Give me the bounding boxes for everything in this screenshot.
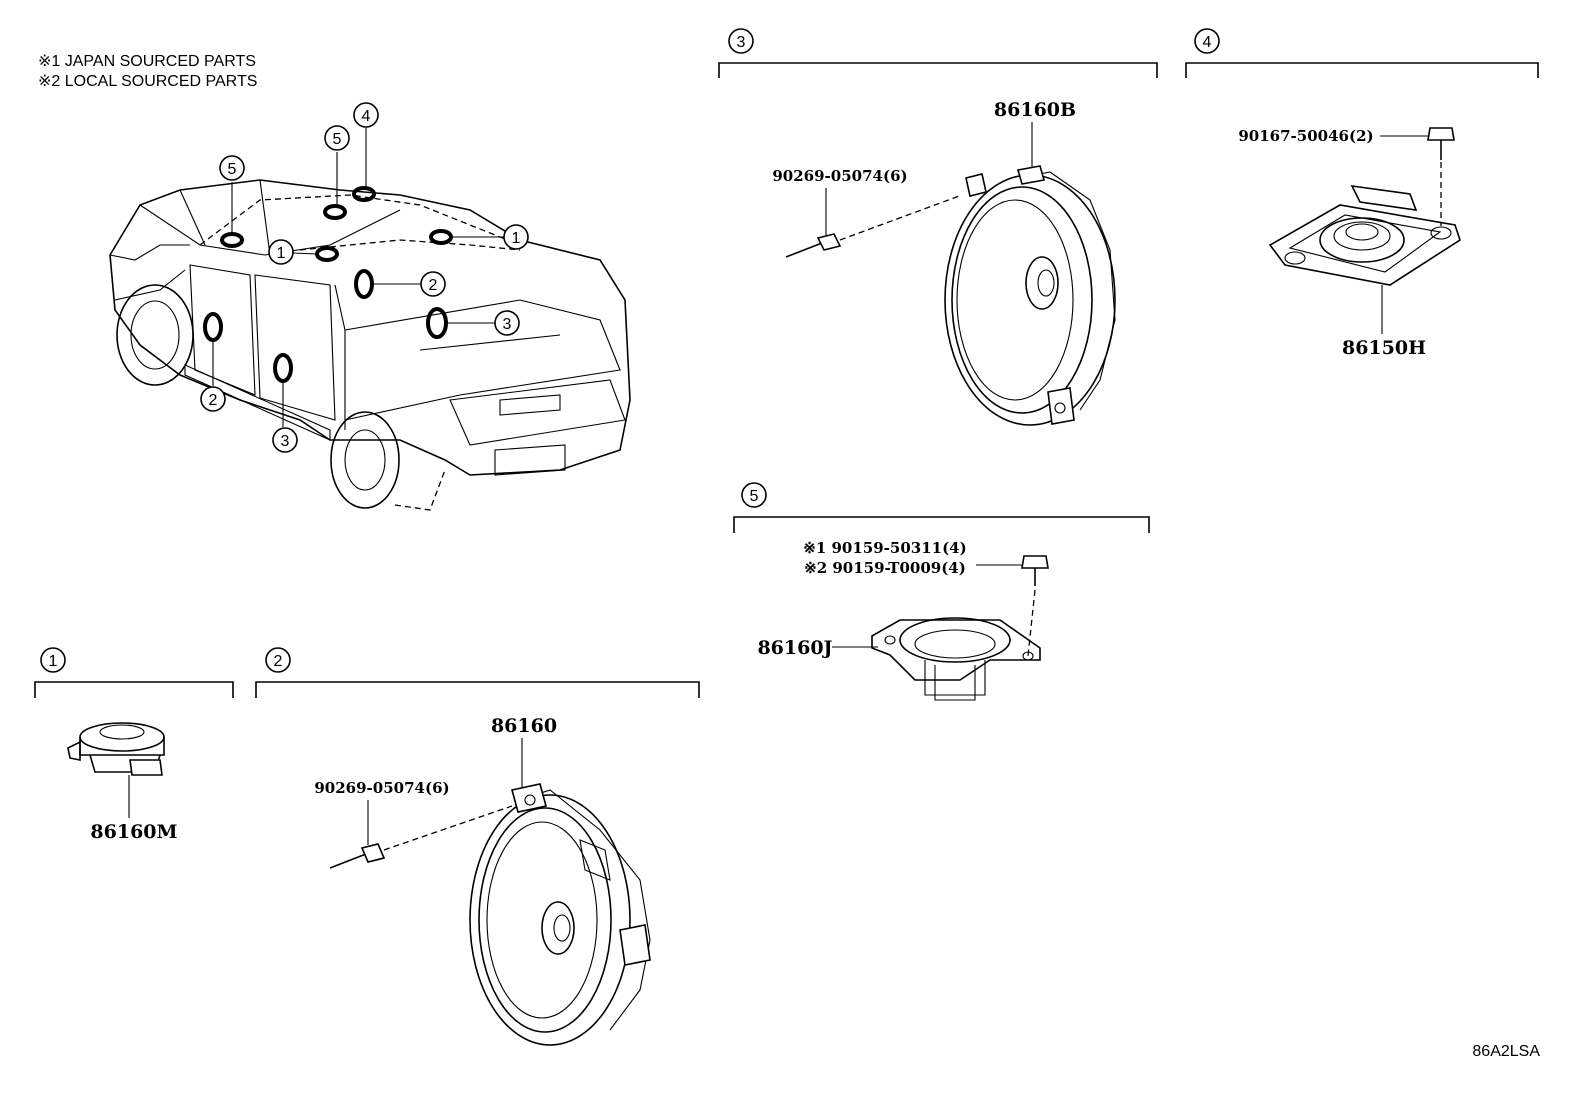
speaker-86160J-icon: [871, 617, 1041, 701]
vehicle-callouts: 5 5 4 1 1 2 3 2 3: [200, 102, 529, 453]
group-5-number-label: 5: [750, 488, 759, 505]
part-86160J-label: 86160J: [757, 637, 832, 659]
speaker-ring-5a: [220, 232, 244, 248]
callout-5a: [219, 155, 245, 181]
group-3-bracket: [718, 62, 1158, 78]
part-86160B-label: 86160B: [994, 99, 1076, 121]
group-2-number-label: 2: [274, 653, 283, 670]
note-local-sourced: ※2 LOCAL SOURCED PARTS: [38, 73, 257, 90]
speaker-ring-2b: [354, 269, 374, 299]
speaker-ring-2a: [203, 312, 223, 342]
screw-g4-icon: [1427, 127, 1455, 160]
callout-1b: [503, 224, 529, 250]
screw-90159-50311-label: ※1 90159-50311(4): [803, 539, 966, 557]
speaker-ring-5b: [323, 204, 347, 220]
group-1-number-label: 1: [49, 653, 58, 670]
tweeter-86150H-icon: [1268, 185, 1461, 286]
callout-2a: [200, 386, 226, 412]
callout-5b: [324, 125, 350, 151]
diagram-code: 86A2LSA: [1472, 1043, 1540, 1060]
callout-4: [353, 102, 379, 128]
callout-3a-label: 3: [281, 433, 290, 450]
callout-1a: [268, 239, 294, 265]
group-4: 4 90167-50046(2) 86150H: [1185, 28, 1539, 359]
group-4-bracket: [1185, 62, 1539, 78]
speaker-ring-1b: [429, 229, 453, 245]
callout-3b-label: 3: [503, 316, 512, 333]
callout-2b: [420, 271, 446, 297]
callout-3b: [494, 310, 520, 336]
callout-5b-label: 5: [333, 131, 342, 148]
screw-90269-05074-g3-label: 90269-05074(6): [772, 167, 907, 185]
part-86160M-label: 86160M: [90, 821, 177, 843]
speaker-86160B-icon: [944, 165, 1116, 426]
group-3-number-label: 3: [737, 34, 746, 51]
speaker-ring-4: [352, 186, 376, 202]
speaker-86160M-icon: [67, 722, 165, 776]
group-2: 2 86160 90269-05074(6): [255, 647, 700, 1046]
callout-4-label: 4: [362, 108, 371, 125]
group-1-number: [40, 647, 66, 673]
group-4-number: [1194, 28, 1220, 54]
screw-g5-icon: [1021, 555, 1049, 586]
speaker-ring-3b: [426, 307, 448, 339]
group-2-number: [265, 647, 291, 673]
part-86150H-label: 86150H: [1342, 337, 1426, 359]
speaker-ring-3a: [273, 353, 293, 383]
speaker-86160-icon: [469, 783, 651, 1046]
group-3: 3 86160B 90269-05074(6): [718, 28, 1158, 426]
vehicle-illustration: [109, 128, 631, 511]
callout-2b-label: 2: [429, 277, 438, 294]
screw-90167-50046-label: 90167-50046(2): [1238, 127, 1373, 145]
callout-1b-label: 1: [512, 230, 521, 247]
group-3-number: [728, 28, 754, 54]
speaker-ring-1a: [315, 246, 339, 262]
screw-g3-icon: [785, 233, 842, 258]
callout-1a-label: 1: [277, 245, 286, 262]
group-4-number-label: 4: [1203, 34, 1212, 51]
screw-90269-05074-g2-label: 90269-05074(6): [314, 779, 449, 797]
callout-3a: [272, 427, 298, 453]
screw-90159-T0009-label: ※2 90159-T0009(4): [804, 559, 966, 577]
group-5-bracket: [733, 516, 1150, 533]
note-japan-sourced: ※1 JAPAN SOURCED PARTS: [38, 53, 256, 70]
part-86160-label: 86160: [491, 715, 557, 737]
group-2-bracket: [255, 681, 700, 698]
callout-2a-label: 2: [209, 392, 218, 409]
group-1: 1 86160M: [34, 647, 234, 843]
group-1-bracket: [34, 681, 234, 698]
callout-5a-label: 5: [228, 161, 237, 178]
group-5: 5 ※1 90159-50311(4) ※2 90159-T0009(4) 86…: [733, 482, 1150, 701]
screw-g2-icon: [329, 843, 386, 869]
group-5-number: [741, 482, 767, 508]
